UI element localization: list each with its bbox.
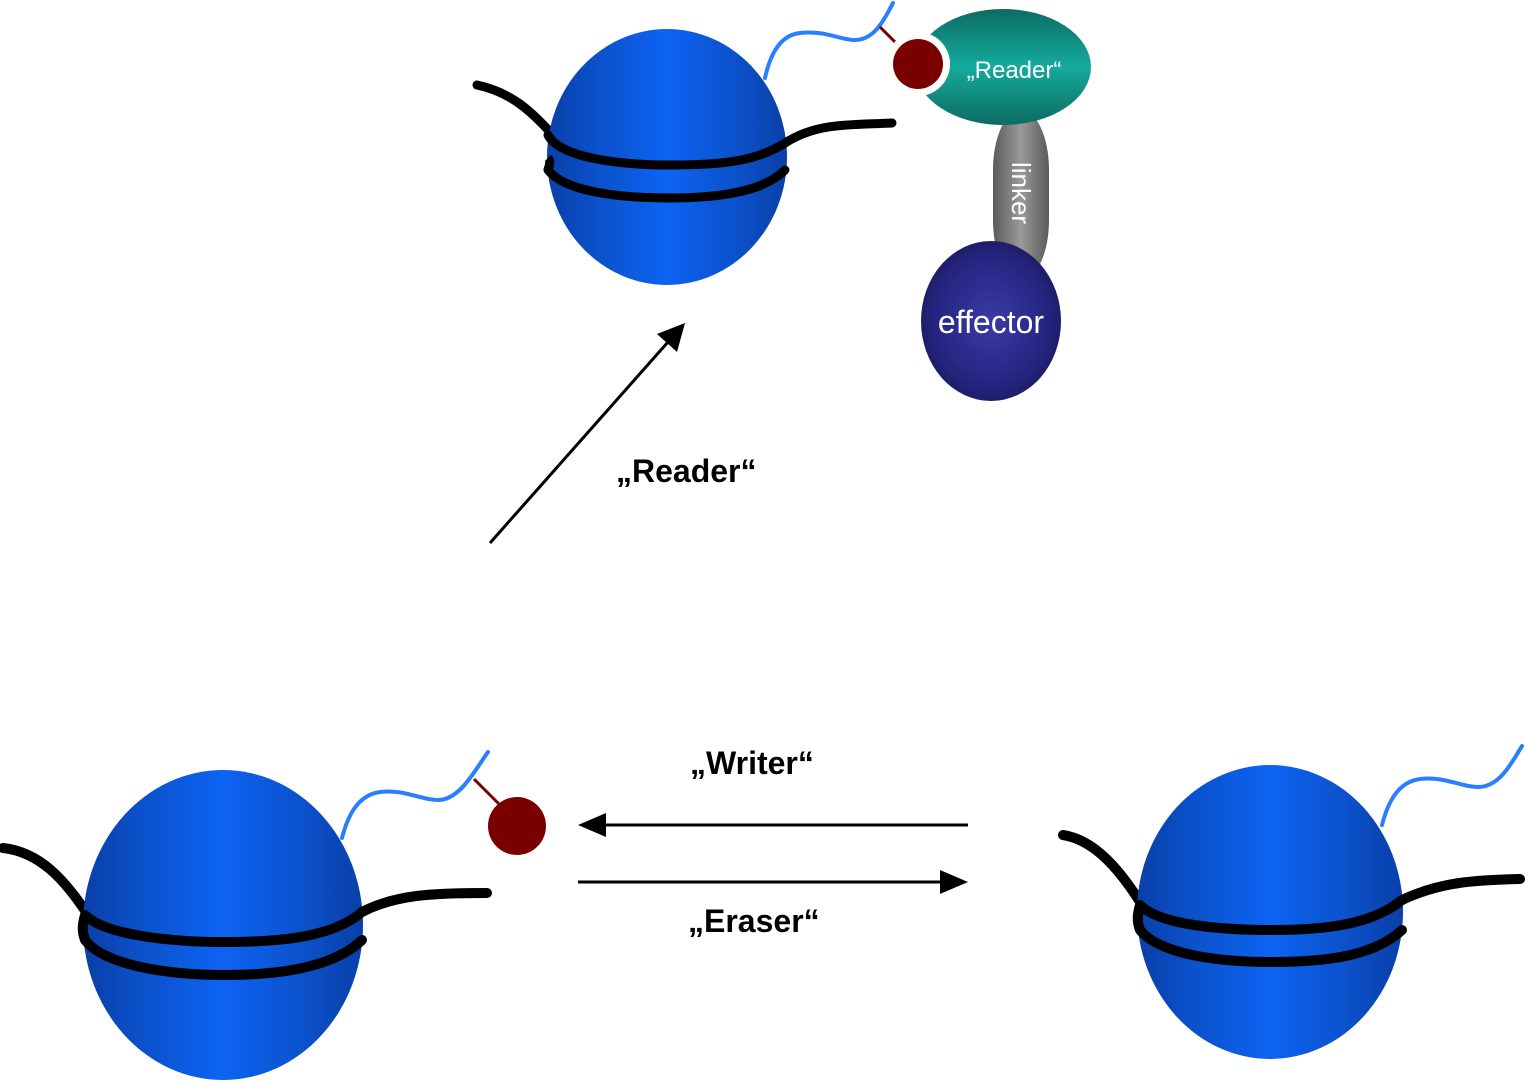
histone-tail-top (763, 1, 895, 80)
modification-mark-top (893, 39, 943, 89)
dna-wrap-br-2 (1135, 925, 1407, 968)
histone-octamer-bl (83, 770, 363, 1080)
dna-wrap-top-1 (543, 118, 897, 170)
nucleosome-bottom-left (0, 750, 546, 1080)
nucleosome-bottom-right (1058, 744, 1525, 1059)
reader-complex: „Reader“ linker effector (886, 9, 1091, 401)
writer-arrow-head (578, 813, 606, 837)
dna-wrap-top-4 (543, 154, 555, 171)
reader-arrow: „Reader“ (488, 323, 757, 544)
modification-bond-bl (472, 777, 502, 807)
linker-label: linker (1006, 162, 1036, 224)
dna-wrap-bl-3 (77, 913, 90, 942)
reader-domain-label: „Reader“ (967, 57, 1062, 84)
dna-wrap-br-1 (1135, 874, 1525, 936)
eraser-arrow: „Eraser“ (578, 870, 968, 939)
effector-shape (921, 241, 1061, 401)
histone-octamer-br (1137, 765, 1403, 1059)
writer-arrow-label: „Writer“ (690, 745, 814, 781)
reader-arrow-label: „Reader“ (616, 453, 757, 489)
histone-tail-br (1380, 744, 1524, 827)
dna-wrap-br-3 (1132, 903, 1145, 932)
dna-wrap-bl-2 (80, 935, 367, 981)
linker-shape (993, 110, 1049, 280)
reader-domain-shape (915, 9, 1091, 125)
dna-wrap-top-3 (543, 165, 790, 203)
reader-arrow-head (657, 323, 685, 352)
histone-octamer-top (547, 29, 787, 285)
dna-strand-bl-back (0, 843, 93, 920)
dna-strand-top-back (472, 80, 555, 137)
dna-strand-br-back (1058, 830, 1147, 910)
nucleosome-top (472, 1, 902, 285)
dna-wrap-bl-1 (80, 888, 492, 948)
eraser-arrow-head (940, 870, 968, 894)
histone-tail-bl (340, 750, 490, 840)
eraser-arrow-label: „Eraser“ (688, 903, 820, 939)
writer-arrow: „Writer“ (578, 745, 968, 837)
modification-mark-bl (488, 797, 546, 855)
effector-label: effector (938, 304, 1044, 340)
